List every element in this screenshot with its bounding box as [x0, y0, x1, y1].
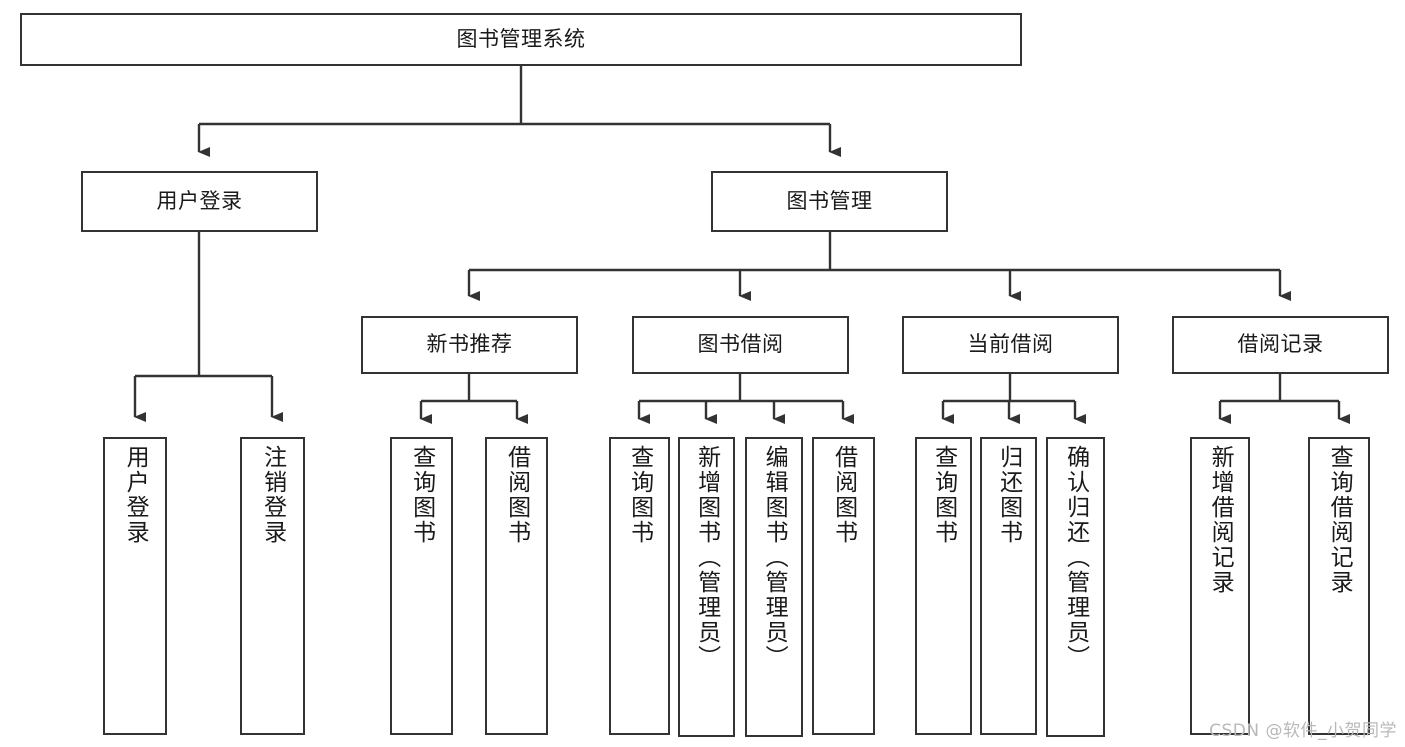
node-leaf-query-record[interactable]: 查询借阅记录 [1308, 437, 1370, 735]
node-user-login[interactable]: 用户登录 [81, 171, 318, 232]
node-leaf-user-login[interactable]: 用户登录 [103, 437, 167, 735]
node-leaf-query-record-label: 查询借阅记录 [1326, 445, 1353, 595]
node-leaf-confirm-return[interactable]: 确认归还（管理员） [1046, 437, 1105, 737]
node-root[interactable]: 图书管理系统 [20, 13, 1022, 66]
node-leaf-query-book-rec-label: 查询图书 [408, 445, 435, 545]
node-leaf-edit-book-label: 编辑图书（管理员） [761, 445, 788, 670]
node-leaf-logout-label: 注销登录 [259, 445, 286, 545]
node-leaf-return-book-label: 归还图书 [995, 445, 1022, 545]
node-new-book-rec[interactable]: 新书推荐 [361, 316, 578, 374]
node-current-borrow[interactable]: 当前借阅 [902, 316, 1119, 374]
node-leaf-add-book[interactable]: 新增图书（管理员） [678, 437, 735, 737]
node-leaf-query-book[interactable]: 查询图书 [609, 437, 670, 735]
node-leaf-query-book-label: 查询图书 [626, 445, 653, 545]
node-leaf-borrow-book-rec[interactable]: 借阅图书 [485, 437, 548, 735]
node-book-borrow-label: 图书借阅 [697, 332, 784, 357]
node-leaf-query-book-rec[interactable]: 查询图书 [390, 437, 453, 735]
node-leaf-add-record-label: 新增借阅记录 [1207, 445, 1234, 595]
node-leaf-borrow-book-label: 借阅图书 [830, 445, 857, 545]
node-leaf-edit-book[interactable]: 编辑图书（管理员） [745, 437, 803, 737]
node-leaf-query-book-cur[interactable]: 查询图书 [915, 437, 972, 735]
node-leaf-return-book[interactable]: 归还图书 [980, 437, 1037, 735]
node-leaf-confirm-return-label: 确认归还（管理员） [1062, 445, 1089, 670]
node-borrow-record-label: 借阅记录 [1237, 332, 1324, 357]
node-current-borrow-label: 当前借阅 [967, 332, 1054, 357]
node-book-manage[interactable]: 图书管理 [711, 171, 948, 232]
node-leaf-query-book-cur-label: 查询图书 [930, 445, 957, 545]
node-root-label: 图书管理系统 [456, 26, 586, 51]
node-leaf-add-book-label: 新增图书（管理员） [693, 445, 720, 670]
node-leaf-logout[interactable]: 注销登录 [240, 437, 305, 735]
node-book-manage-label: 图书管理 [786, 188, 873, 213]
node-leaf-user-login-label: 用户登录 [122, 445, 149, 545]
node-leaf-borrow-book-rec-label: 借阅图书 [503, 445, 530, 545]
node-borrow-record[interactable]: 借阅记录 [1172, 316, 1389, 374]
watermark: CSDN @软件_小贺同学 [1209, 721, 1397, 741]
node-book-borrow[interactable]: 图书借阅 [632, 316, 849, 374]
node-leaf-add-record[interactable]: 新增借阅记录 [1190, 437, 1250, 735]
node-new-book-rec-label: 新书推荐 [426, 332, 513, 357]
node-user-login-label: 用户登录 [156, 188, 243, 213]
node-leaf-borrow-book[interactable]: 借阅图书 [812, 437, 875, 735]
